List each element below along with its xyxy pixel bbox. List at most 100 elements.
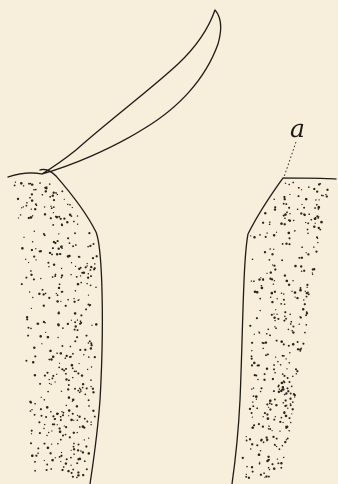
stipple-dot [87, 277, 89, 279]
stipple-dot [252, 405, 254, 407]
stipple-dot [72, 245, 74, 247]
stipple-dot [61, 455, 63, 457]
stipple-dot [267, 417, 270, 420]
stipple-dot [264, 373, 266, 375]
stipple-dot [52, 247, 54, 249]
stipple-dot [258, 278, 260, 280]
stipple-dot [61, 274, 63, 276]
stipple-dot [31, 433, 32, 434]
stipple-dot [287, 377, 289, 379]
stipple-dot [273, 199, 275, 201]
stipple-dot [316, 204, 318, 206]
stipple-dot [270, 297, 272, 299]
stipple-dot [86, 421, 88, 423]
stipple-dot [300, 351, 301, 352]
stipple-dot [275, 356, 276, 357]
stipple-dot [44, 206, 45, 207]
stipple-dot [271, 463, 273, 465]
stipple-dot [256, 291, 259, 294]
stipple-dot [287, 390, 289, 392]
stipple-dot [321, 195, 323, 197]
stipple-dot [73, 443, 75, 445]
stipple-dot [287, 438, 289, 440]
stipple-dot [14, 184, 16, 186]
stipple-dot [283, 412, 285, 414]
stipple-dot [282, 243, 284, 245]
stipple-dot [59, 283, 61, 285]
stipple-dot [73, 446, 75, 448]
stipple-dot [282, 355, 284, 357]
stipple-dot [275, 416, 276, 417]
stipple-dot [308, 186, 310, 188]
stipple-dot [253, 424, 255, 426]
left-wall-stipple [14, 182, 98, 479]
stipple-dot [72, 367, 74, 369]
stipple-dot [84, 460, 86, 462]
stipple-dot [25, 259, 26, 260]
stipple-dot [264, 212, 266, 214]
stipple-dot [306, 284, 308, 286]
stipple-dot [315, 251, 317, 253]
stipple-dot [82, 451, 84, 453]
stipple-dot [271, 292, 274, 295]
stipple-dot [251, 466, 253, 468]
stipple-dot [68, 397, 70, 399]
stipple-dot [282, 445, 284, 447]
stipple-dot [21, 283, 23, 285]
stipple-dot [284, 441, 286, 443]
stipple-dot [86, 387, 88, 389]
left-surface-line [8, 173, 42, 177]
stipple-dot [88, 342, 90, 344]
stipple-dot [256, 399, 257, 400]
stipple-dot [299, 323, 300, 324]
stipple-dot [251, 355, 253, 357]
stipple-dot [35, 455, 37, 457]
stipple-dot [285, 203, 287, 205]
stipple-dot [65, 368, 67, 370]
stipple-dot [41, 343, 42, 344]
stipple-dot [51, 430, 52, 431]
stipple-dot [52, 415, 54, 417]
stipple-dot [35, 203, 37, 205]
stipple-dot [29, 197, 31, 199]
stipple-dot [263, 379, 265, 381]
stipple-dot [318, 216, 319, 217]
stipple-dot [29, 291, 30, 292]
stipple-dot [253, 387, 254, 388]
stipple-dot [27, 335, 29, 337]
stipple-dot [34, 403, 36, 405]
stipple-dot [266, 439, 268, 441]
stipple-dot [33, 256, 35, 258]
stipple-dot [42, 194, 44, 196]
stipple-dot [273, 467, 276, 470]
stipple-dot [61, 452, 62, 453]
stipple-dot [279, 388, 281, 390]
stipple-dot [72, 353, 74, 355]
stipple-dot [77, 419, 79, 421]
stipple-dot [74, 388, 76, 390]
stipple-dot [33, 278, 35, 280]
stipple-dot [48, 266, 49, 267]
stipple-dot [246, 474, 247, 475]
stipple-dot [280, 222, 283, 225]
stipple-dot [273, 265, 275, 267]
stipple-dot [255, 395, 258, 398]
stipple-dot [294, 230, 296, 232]
stipple-dot [53, 241, 55, 243]
stipple-dot [291, 413, 292, 414]
stipple-dot [75, 266, 76, 267]
stipple-dot [306, 311, 308, 313]
stipple-dot [67, 255, 70, 258]
stipple-dot [292, 376, 294, 378]
stipple-dot [267, 328, 269, 330]
stipple-dot [78, 416, 80, 418]
stipple-dot [90, 275, 92, 277]
stipple-dot [31, 209, 32, 210]
stipple-dot [49, 183, 51, 185]
right-wall-stipple [242, 182, 329, 479]
stipple-dot [89, 269, 91, 271]
stipple-dot [77, 223, 78, 224]
stipple-dot [300, 265, 302, 267]
stipple-dot [52, 194, 54, 196]
stipple-dot [92, 391, 94, 393]
